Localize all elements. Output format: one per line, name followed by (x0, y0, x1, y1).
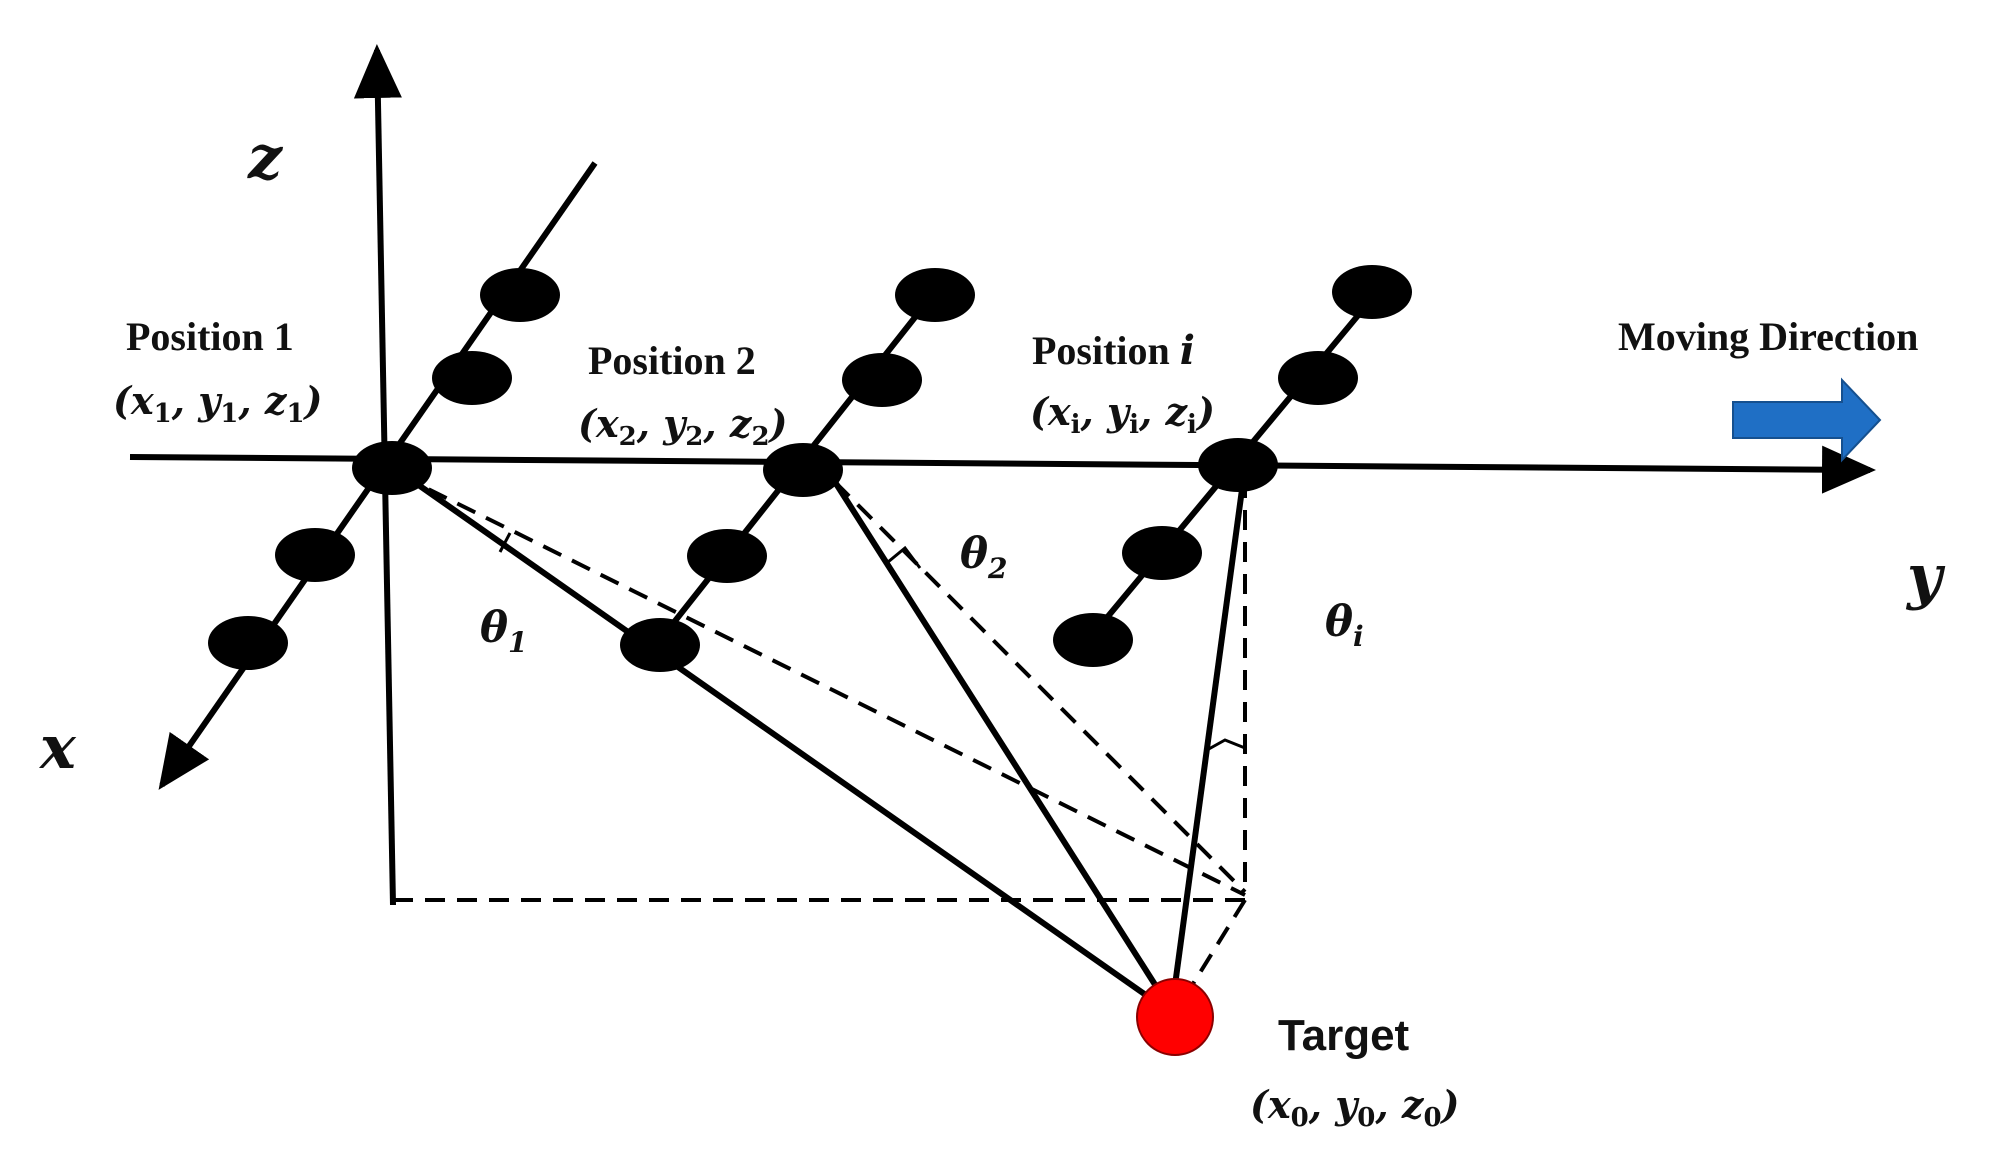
line-of-sight-i (1170, 481, 1246, 1001)
target-label: Target (1278, 1011, 1410, 1060)
array-element (432, 351, 512, 405)
array-element (1278, 351, 1358, 405)
angle-mark-1 (498, 532, 512, 553)
array-element (1332, 265, 1412, 319)
target-point (1136, 978, 1214, 1056)
projection-line-1 (399, 473, 1246, 897)
target-coordinates: (x0, y0, z0) (1250, 1082, 1460, 1133)
array-element (1053, 613, 1133, 667)
position-1-label: Position 1 (126, 314, 294, 359)
angle-mark-2 (887, 545, 922, 569)
line-of-sight-1 (398, 469, 1172, 1015)
moving-direction-label: Moving Direction (1618, 314, 1918, 359)
array-element-reference-2 (763, 443, 843, 497)
array-element-reference-i (1198, 438, 1278, 492)
position-2-label: Position 2 (588, 338, 756, 383)
array-element (842, 353, 922, 407)
array-element (620, 618, 700, 672)
position-i-label: Position i (1032, 327, 1195, 374)
array-element (687, 529, 767, 583)
position-2-coordinates: (x2, y2, z2) (578, 401, 788, 452)
moving-direction-arrow-icon (1732, 377, 1882, 463)
position-1-coordinates: (x1, y1, z1) (113, 378, 323, 429)
x-axis-label: x (38, 713, 77, 783)
array-element (480, 268, 560, 322)
array-element (208, 616, 288, 670)
angle-mark-i (1206, 738, 1246, 752)
z-axis-label: z (247, 123, 284, 193)
array-element (1122, 526, 1202, 580)
array-element (275, 528, 355, 582)
angle-1-label: θ1 (480, 603, 528, 659)
array-element (895, 268, 975, 322)
y-axis-label: y (1905, 542, 1946, 612)
angle-2-label: θ2 (960, 529, 1008, 585)
angle-i-label: θi (1325, 597, 1364, 653)
line-of-sight-2 (832, 480, 1171, 1007)
position-i-coordinates: (xi, yi, zi) (1030, 389, 1215, 440)
